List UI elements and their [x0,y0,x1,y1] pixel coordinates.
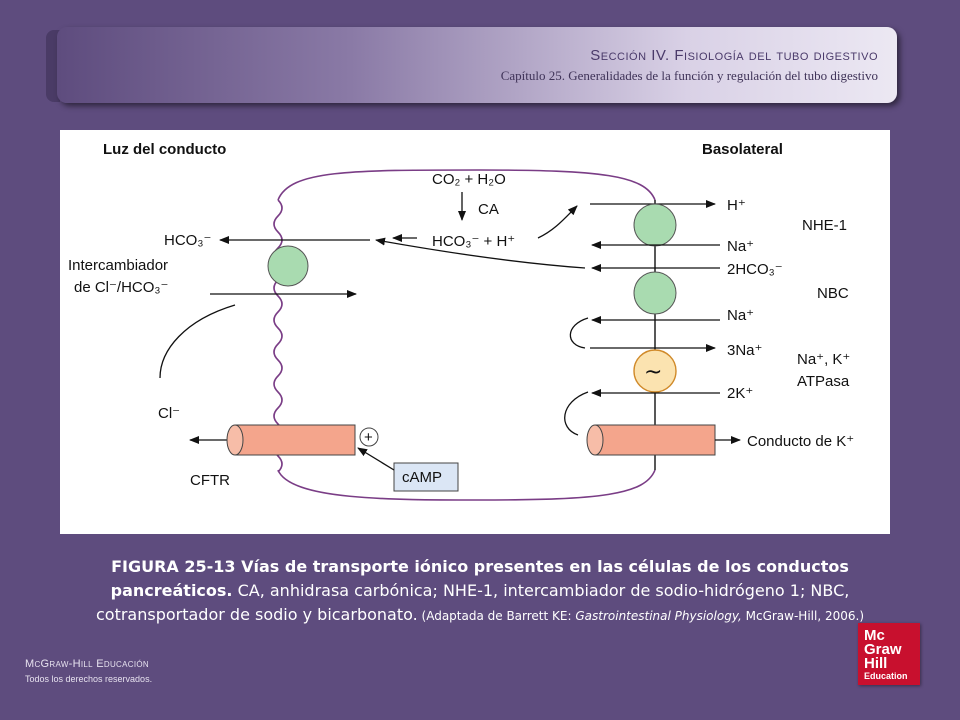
cl-recycle-curve [159,304,236,379]
cftr-label: CFTR [190,472,230,489]
activation-plus-circle [359,427,379,447]
cell-membrane-bottom [277,469,656,501]
nbc-label: NBC [817,285,849,302]
lumen-title: Luz del conducto [103,141,226,158]
publisher-name: McGraw-Hill Educación [25,658,149,670]
na2-label: Na⁺ [727,307,754,324]
camp-arrow [357,447,395,471]
na-recycle-curve [569,317,589,349]
k-channel-label: Conducto de K⁺ [747,433,854,450]
nbc-transporter-circle [633,271,677,315]
camp-label: cAMP [402,469,442,486]
logo-line4: Education [864,671,908,681]
transport-diagram: Luz del conducto Basolateral CO₂ + H₂O C… [68,141,854,501]
logo-line3: Hill [864,655,888,672]
k-recycle-curve [564,391,589,436]
cftr-channel [234,424,356,456]
hco3-lumen-label: HCO₃⁻ [164,232,211,249]
basolateral-title: Basolateral [702,141,783,158]
pump-symbol: ~ [644,360,662,385]
k-channel [594,424,716,456]
chapter-subtitle: Capítulo 25. Generalidades de la función… [500,68,878,83]
camp-box [393,462,459,492]
cftr-channel-end [226,424,244,456]
mcgraw-hill-logo: Mc Graw Hill Education [858,623,920,685]
co2-h2o-label: CO₂ + H₂O [432,171,506,188]
h-to-nhe-arrow [537,205,578,239]
atpase-pump-circle [633,349,677,393]
caption-source-italic: Gastrointestinal Physiology, [575,609,742,623]
h-plus-label: H⁺ [727,197,746,214]
k2-label: 2K⁺ [727,385,753,402]
caption-source-prefix: (Adaptada de Barrett KE: [417,609,576,623]
exchanger-label-line2: de Cl⁻/HCO₃⁻ [74,279,168,296]
cl-label: Cl⁻ [158,405,180,422]
na3-label: 3Na⁺ [727,342,762,359]
atpase-label-line1: Na⁺, K⁺ [797,351,850,368]
nhe1-label: NHE-1 [802,217,847,234]
exchanger-transporter-circle [267,245,309,287]
plus-sign: + [364,429,373,446]
section-title: Sección IV. Fisiología del tubo digestiv… [590,47,878,64]
header-banner [57,27,897,103]
figure-caption: FIGURA 25-13 Vías de transporte iónico p… [90,555,870,628]
figure-panel: Luz del conducto Basolateral CO₂ + H₂O C… [60,130,890,534]
cell-membrane-top [277,169,656,201]
caption-bold: FIGURA 25-13 Vías de transporte iónico p… [110,557,849,600]
atpase-label-line2: ATPasa [797,373,850,390]
na1-label: Na⁺ [727,238,754,255]
ca-label: CA [478,201,499,218]
k-channel-end [586,424,604,456]
hco3-nbc-to-cytosol-arrow [375,237,586,269]
hco3-2-label: 2HCO₃⁻ [727,261,783,278]
logo-line2: Graw [864,641,902,658]
caption-source-suffix: McGraw-Hill, 2006.) [741,609,864,623]
caption-text: CA, anhidrasa carbónica; NHE-1, intercam… [95,581,850,624]
nhe1-transporter-circle [633,203,677,247]
hco3-h-label: HCO₃⁻ + H⁺ [432,233,515,250]
banner-left-tab [46,30,60,102]
exchanger-label-line1: Intercambiador [68,257,168,274]
logo-line1: Mc [864,627,885,644]
rights-notice: Todos los derechos reservados. [25,674,153,684]
